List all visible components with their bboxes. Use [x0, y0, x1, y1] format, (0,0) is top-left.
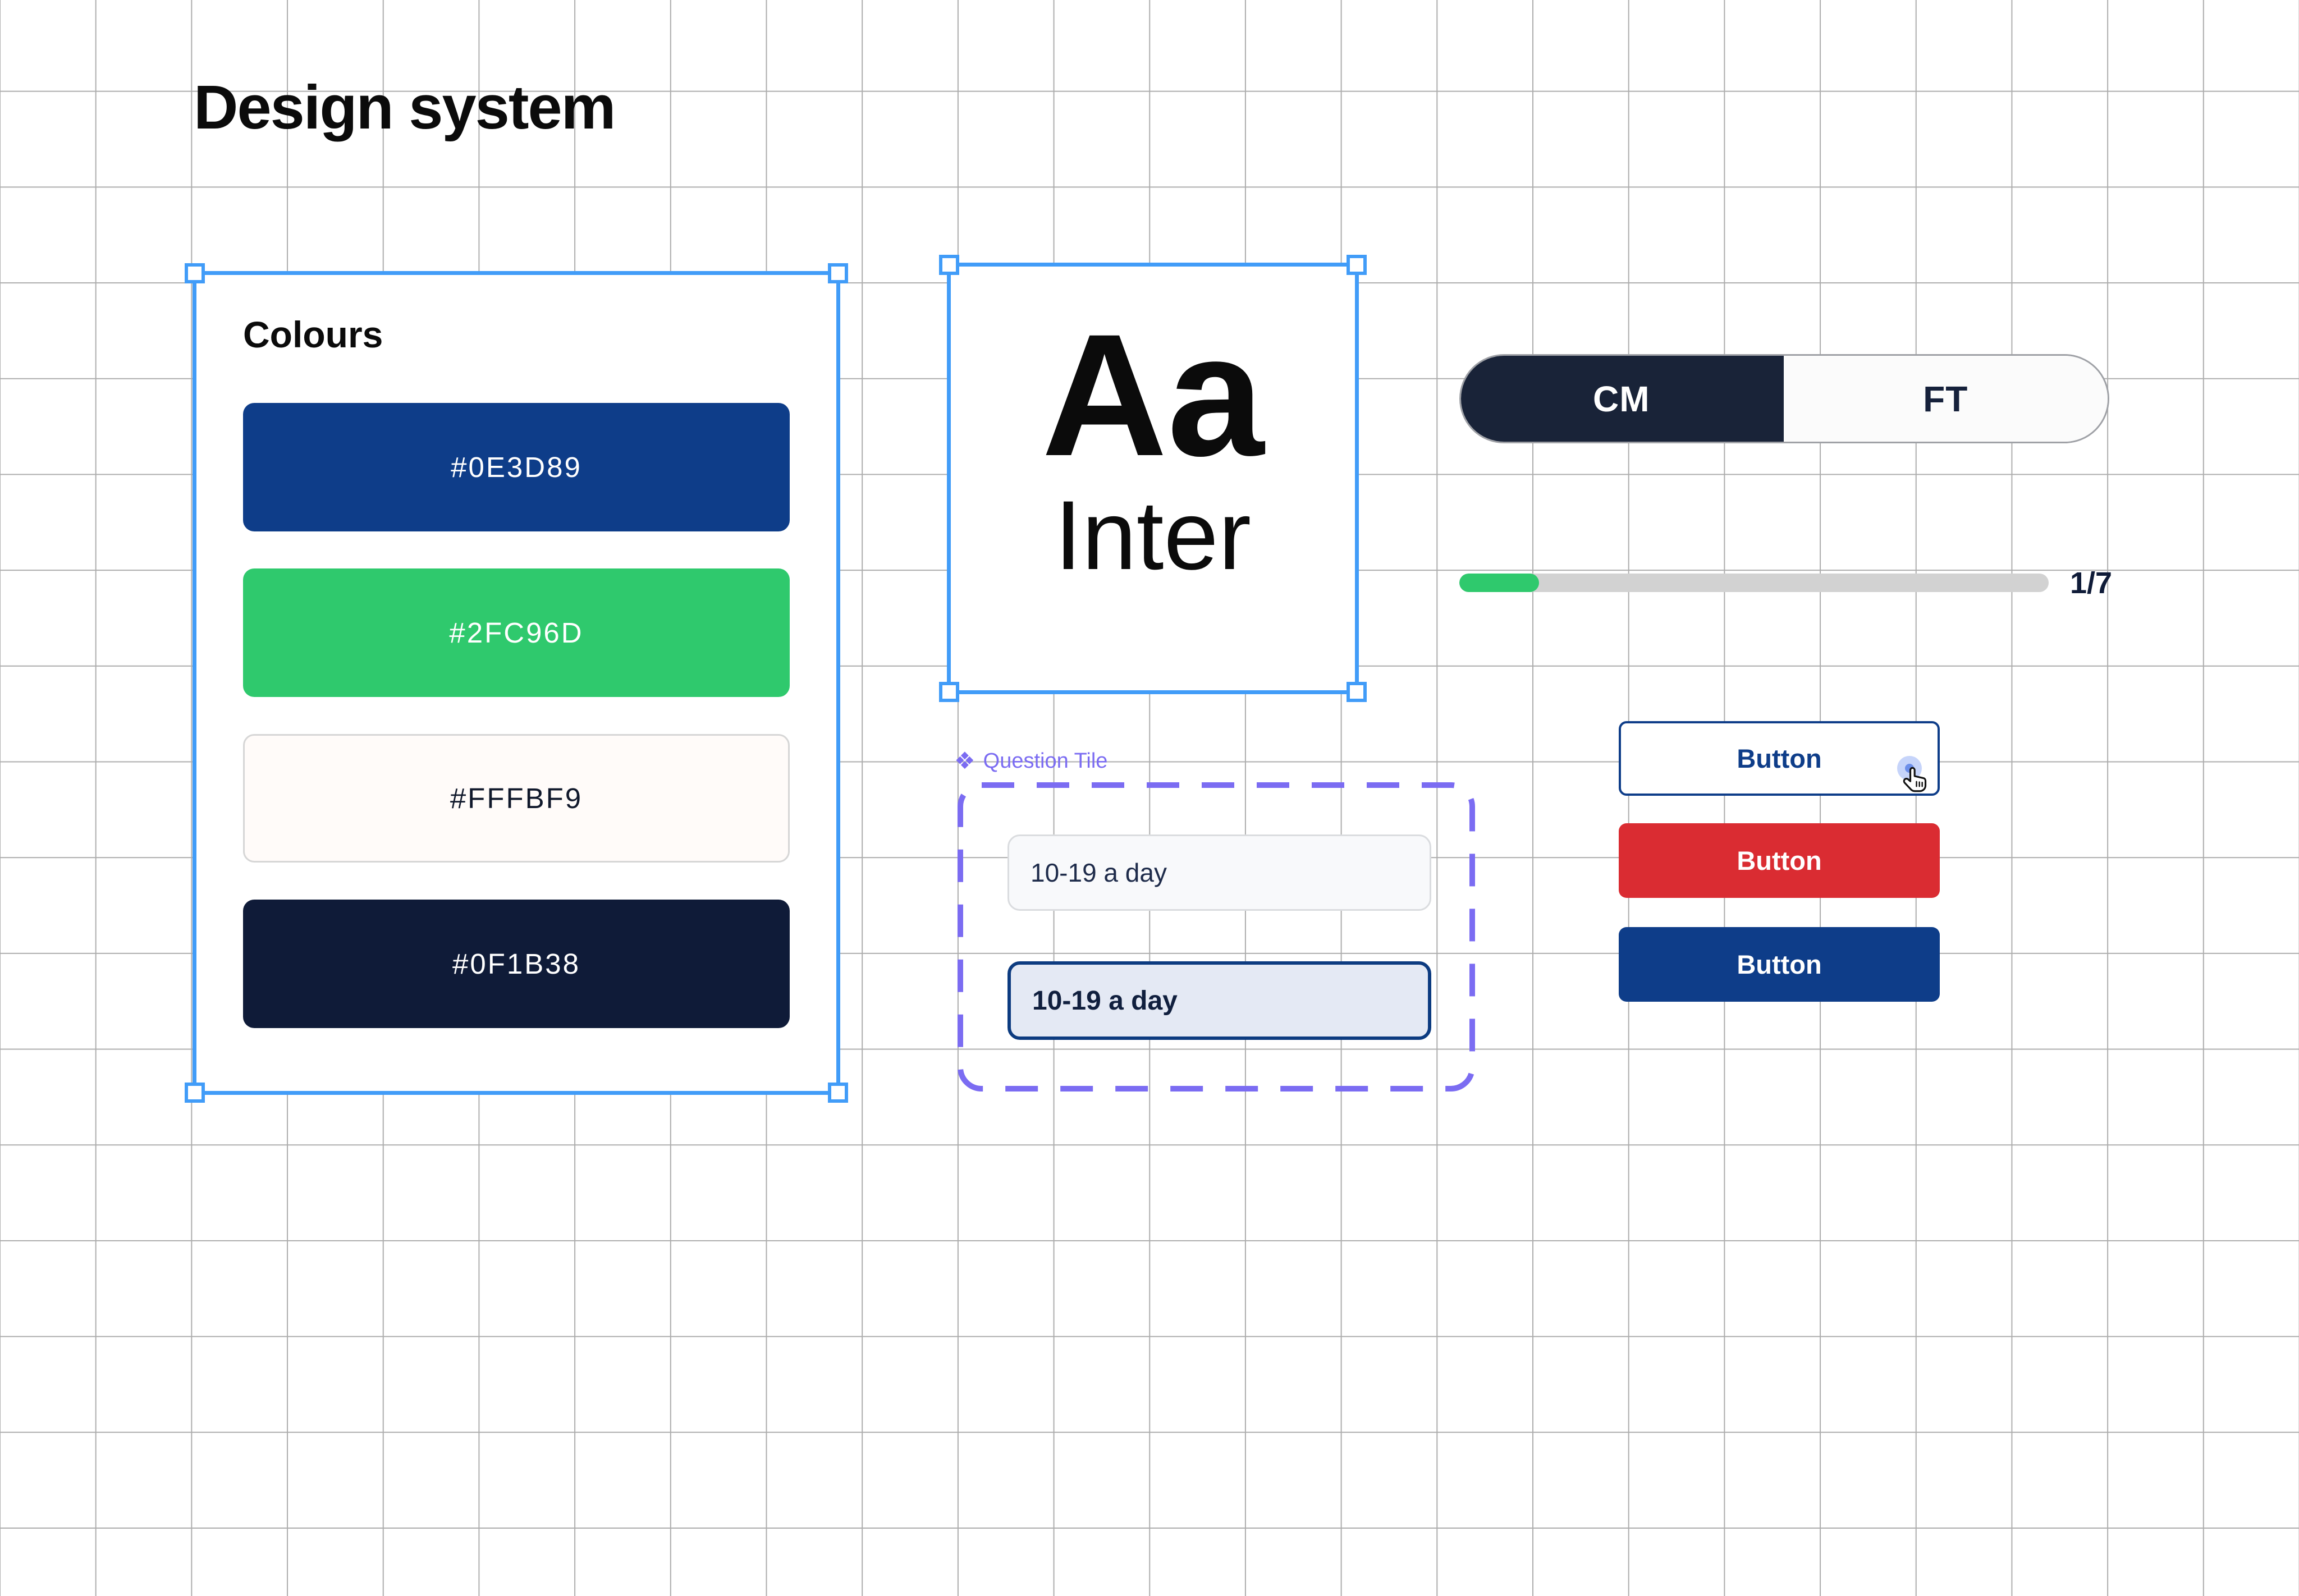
button-primary[interactable]: Button — [1619, 927, 1940, 1002]
answer-tile-label: 10-19 a day — [1031, 858, 1167, 887]
swatch-hex-label: #FFFBF9 — [450, 782, 583, 814]
component-diamond-icon: ❖ — [954, 747, 976, 774]
dashed-border — [958, 782, 1475, 1091]
button-danger[interactable]: Button — [1619, 823, 1940, 898]
unit-toggle: CM FT — [1459, 354, 2109, 443]
colour-swatch-blue[interactable]: #0E3D89 — [243, 403, 790, 531]
toggle-cm-label: CM — [1592, 378, 1650, 419]
colour-swatch-green[interactable]: #2FC96D — [243, 568, 790, 697]
answer-tile-selected[interactable]: 10-19 a day — [1007, 961, 1431, 1040]
selection-handle[interactable] — [939, 255, 959, 275]
toggle-option-cm[interactable]: CM — [1461, 356, 1784, 442]
progress-fill — [1459, 574, 1539, 592]
swatch-hex-label: #0E3D89 — [451, 451, 582, 483]
selection-handle[interactable] — [1347, 255, 1367, 275]
colour-swatch-navy[interactable]: #0F1B38 — [243, 900, 790, 1028]
button-label: Button — [1737, 744, 1822, 773]
button-label: Button — [1737, 950, 1822, 979]
colour-swatch-cream[interactable]: #FFFBF9 — [243, 734, 790, 863]
selection-handle[interactable] — [185, 263, 205, 283]
selection-handle[interactable] — [828, 263, 848, 283]
selection-handle[interactable] — [828, 1083, 848, 1103]
selection-handle[interactable] — [185, 1083, 205, 1103]
component-name: Question Tile — [983, 749, 1108, 773]
toggle-option-ft[interactable]: FT — [1783, 356, 2108, 442]
font-name-label: Inter — [1054, 481, 1252, 590]
swatch-hex-label: #2FC96D — [449, 617, 584, 649]
button-label: Button — [1737, 846, 1822, 875]
colours-frame[interactable]: Colours #0E3D89 #2FC96D #FFFBF9 #0F1B38 — [185, 263, 848, 1103]
hand-pointer-cursor — [1903, 767, 1927, 792]
answer-tile-label: 10-19 a day — [1032, 985, 1178, 1016]
selection-handle[interactable] — [1347, 682, 1367, 702]
swatch-hex-label: #0F1B38 — [452, 948, 580, 980]
answer-tile-default[interactable]: 10-19 a day — [1007, 834, 1431, 911]
button-outline[interactable]: Button — [1619, 721, 1940, 796]
component-selection-outline — [958, 782, 1475, 1091]
toggle-ft-label: FT — [1923, 378, 1968, 419]
page-title: Design system — [194, 73, 616, 142]
component-label[interactable]: ❖ Question Tile — [954, 747, 1107, 774]
typography-frame[interactable]: Aa Inter — [939, 255, 1367, 702]
selection-handle[interactable] — [939, 682, 959, 702]
progress-step-label: 1/7 — [2070, 566, 2113, 600]
progress-bar — [1459, 574, 2049, 592]
colours-heading: Colours — [243, 314, 383, 355]
type-specimen: Aa — [1041, 297, 1265, 492]
